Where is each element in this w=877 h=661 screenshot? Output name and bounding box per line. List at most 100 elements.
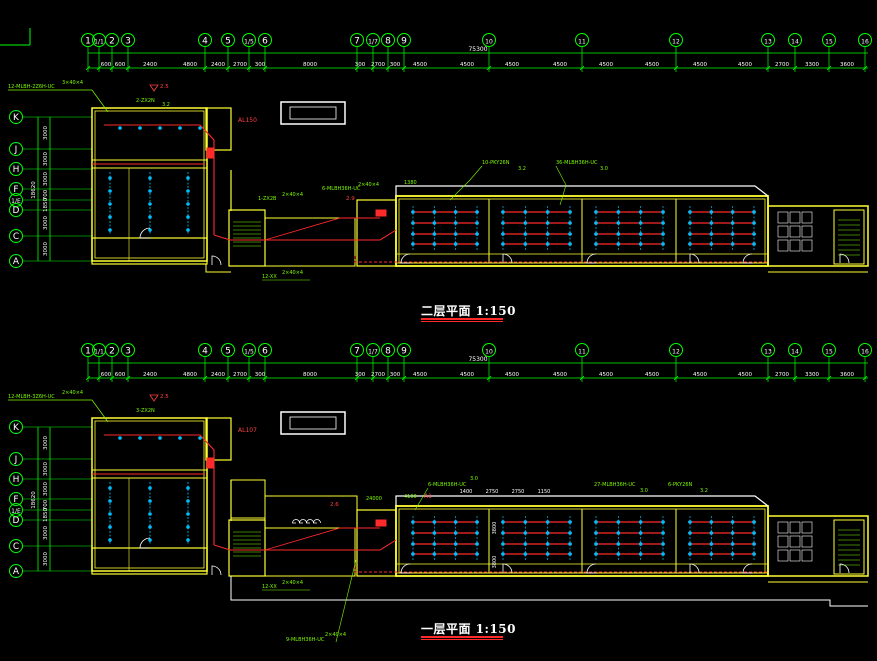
level-triangle <box>149 394 159 402</box>
fixture-dot <box>616 542 621 546</box>
fixture-dot <box>432 210 437 214</box>
fixture-dot <box>432 531 437 535</box>
fixture-dot <box>688 542 692 546</box>
east-stair <box>833 209 865 265</box>
feeder-red <box>104 124 215 235</box>
upper-title-underline <box>421 318 503 320</box>
row-dim: 1850 <box>43 508 49 522</box>
row-bubble-F <box>9 182 23 196</box>
row-bubble-K <box>9 420 23 434</box>
toilet-stall <box>777 239 789 252</box>
dim-tick <box>225 65 231 71</box>
dim-tick <box>673 375 679 381</box>
door-swing <box>742 563 753 574</box>
axis-label-1-5: 1/5 <box>244 349 254 356</box>
dim-span: 8000 <box>303 62 317 68</box>
dim-span: 2700 <box>775 372 789 378</box>
fixture-dot <box>453 232 458 236</box>
fixture-dot <box>453 520 458 524</box>
dim-tick <box>85 375 91 381</box>
panel-label: AL150 <box>238 117 257 124</box>
circuit-spec-left: 3×40×4 <box>62 80 83 86</box>
dim-span: 3600 <box>840 372 854 378</box>
dim-span: 300 <box>390 62 401 68</box>
left-wing-wall <box>91 107 208 262</box>
door-swing <box>586 253 597 264</box>
fixture-dot <box>568 210 572 214</box>
fixture-dot <box>118 436 122 440</box>
axis-label-15: 15 <box>825 39 833 46</box>
dim-span: 4500 <box>599 372 613 378</box>
axis-label-4: 4 <box>202 37 208 47</box>
fixture-dot <box>475 242 479 246</box>
axis-label-1: 1 <box>85 37 91 47</box>
row-bubble-1-E <box>9 193 23 207</box>
axis-bubble-14 <box>788 33 802 47</box>
circuit-label-a: 2-ZX2N <box>136 98 155 104</box>
dim-tick <box>202 65 208 71</box>
axis-bubble-3 <box>121 343 135 357</box>
fixture-dot <box>411 531 415 535</box>
fixture-dot <box>148 176 152 180</box>
feeder-red <box>213 229 397 241</box>
door-swing <box>689 563 700 574</box>
axis-label-1-7: 1/7 <box>368 39 378 46</box>
fixture-dot <box>148 525 152 529</box>
fixture-dot <box>661 210 665 214</box>
row-dim: 3000 <box>43 462 49 476</box>
dim-tick <box>370 375 376 381</box>
lobby-wall <box>264 217 356 267</box>
dim-tick <box>125 65 131 71</box>
row-label-D: D <box>13 516 20 526</box>
equipment-box <box>280 411 346 435</box>
upper-title-underline-thin <box>421 321 503 322</box>
row-bubble-C <box>9 539 23 553</box>
axis-label-5: 5 <box>225 347 231 357</box>
circuit-spec-e: 3.0 <box>600 166 608 172</box>
fixture-dot <box>545 542 550 546</box>
dim-span: 300 <box>255 372 266 378</box>
row-dim: 3000 <box>43 126 49 140</box>
fixture-dot <box>568 232 572 236</box>
axis-bubble-12 <box>669 33 683 47</box>
dim-b: 4100 <box>404 494 417 500</box>
fixture-dot <box>432 232 437 236</box>
row-dim-total: 18620 <box>31 181 37 199</box>
fixture-dot <box>568 242 572 246</box>
axis-bubble-4 <box>198 343 212 357</box>
fixture-dot <box>638 242 643 246</box>
axis-label-6: 6 <box>262 347 268 357</box>
fixture-dot <box>545 210 550 214</box>
fixture-dot <box>523 232 528 236</box>
fixture-dot <box>108 189 112 193</box>
fixture-dot <box>148 499 152 503</box>
row-dim: 1850 <box>43 198 49 212</box>
axis-bubble-5 <box>221 343 235 357</box>
dim-span: 2400 <box>211 372 225 378</box>
fixture-dot <box>752 210 756 214</box>
fixture-dot <box>545 232 550 236</box>
dim-span: 300 <box>355 62 366 68</box>
fixture-dot <box>638 232 643 236</box>
fixture-dot <box>501 221 505 225</box>
fixture-dot <box>661 232 665 236</box>
fixture-dot <box>730 520 735 524</box>
lower-title-underline <box>421 636 503 638</box>
dim-span: 2700 <box>371 372 385 378</box>
fixture-dot <box>501 531 505 535</box>
fixture-dot <box>523 520 528 524</box>
circuit-label-a: 3-ZX2N <box>136 408 155 414</box>
fixture-dot <box>148 215 152 219</box>
axis-bubble-1-7 <box>366 33 380 47</box>
axis-label-12: 12 <box>672 349 680 356</box>
fixture-dot <box>198 126 202 130</box>
row-label-J: J <box>14 145 18 155</box>
dim-small: 1380 <box>404 180 417 186</box>
upper-plan-title: 二层平面 1:150 <box>421 304 517 318</box>
fixture-dot <box>475 221 479 225</box>
dim-span: 4500 <box>645 372 659 378</box>
dim-span: 4500 <box>460 372 474 378</box>
axis-bubble-7 <box>350 343 364 357</box>
dim-span: 4500 <box>505 62 519 68</box>
